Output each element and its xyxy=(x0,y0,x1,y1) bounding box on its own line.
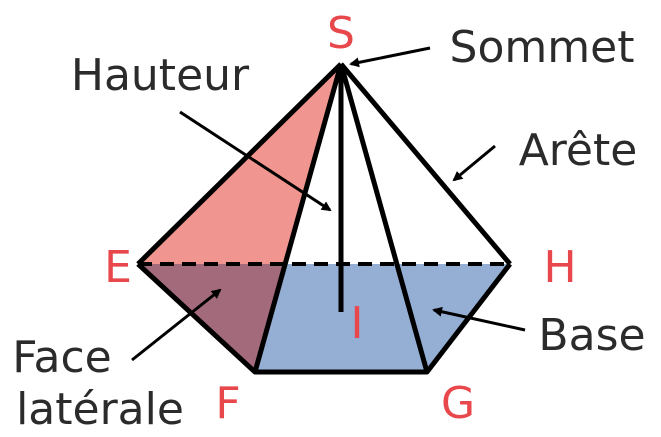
label-face: Face xyxy=(12,332,112,383)
arrow-base xyxy=(432,306,526,332)
edge-SH xyxy=(339,62,512,266)
overlap-fill xyxy=(138,264,285,372)
point-G: G xyxy=(441,378,475,429)
label-hauteur: Hauteur xyxy=(71,50,250,101)
arrow-sommet xyxy=(349,46,431,68)
edge-SE xyxy=(136,62,343,266)
point-S: S xyxy=(327,8,355,59)
label-arete: Arête xyxy=(519,125,638,176)
point-F: F xyxy=(215,378,240,429)
point-H: H xyxy=(543,242,576,293)
point-E: E xyxy=(104,242,132,293)
label-laterale: latérale xyxy=(16,384,184,435)
arrow-hauteur xyxy=(179,110,332,212)
arrow-face xyxy=(131,288,222,362)
label-base: Base xyxy=(538,310,645,361)
edge-SG xyxy=(338,63,430,373)
arrow-arete xyxy=(452,144,496,182)
point-I: I xyxy=(351,298,364,349)
label-sommet: Sommet xyxy=(450,22,635,73)
edge-SF xyxy=(252,63,344,373)
